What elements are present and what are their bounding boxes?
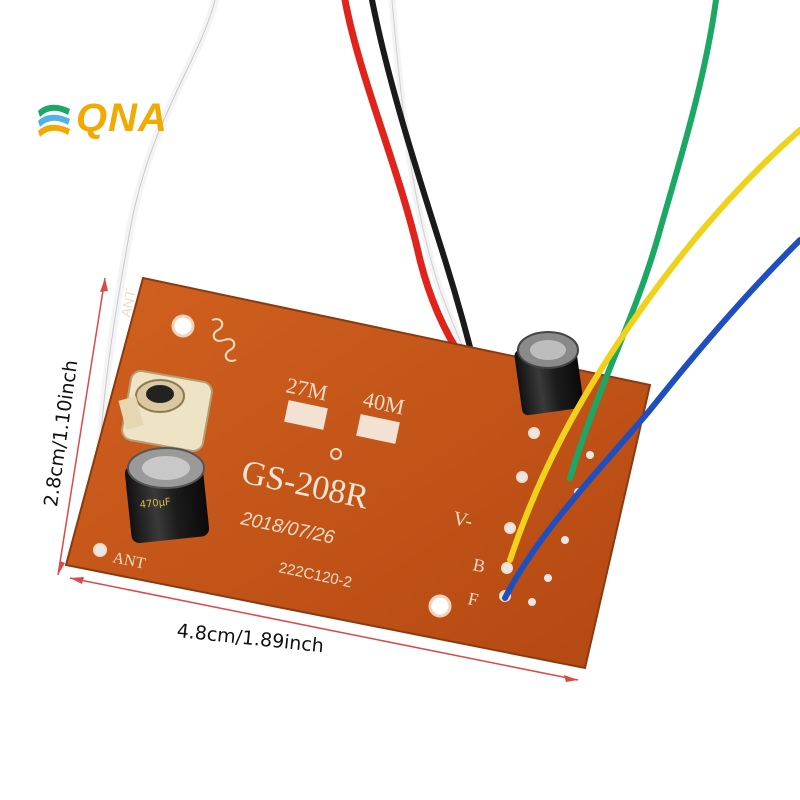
label-b: B — [471, 554, 487, 576]
tuning-coil — [118, 369, 213, 453]
wire-green — [567, 0, 719, 481]
label-f: F — [466, 588, 480, 610]
capacitor-large: 470μF — [124, 447, 210, 544]
capacitor-small — [514, 331, 584, 416]
svg-text:470μF: 470μF — [139, 497, 171, 511]
logo-wave-icon — [38, 104, 70, 137]
dimension-arrow-width — [69, 577, 579, 682]
label-v-minus: V- — [451, 507, 474, 533]
wire-yellow — [507, 127, 800, 563]
logo-text: QNA — [76, 96, 168, 140]
label-ant-bottom: ANT — [111, 549, 147, 573]
dimension-arrow-height — [57, 277, 108, 576]
label-ant-top: ANT — [117, 287, 139, 318]
wire-blue — [502, 237, 800, 601]
brand-logo: QNA — [36, 96, 168, 141]
